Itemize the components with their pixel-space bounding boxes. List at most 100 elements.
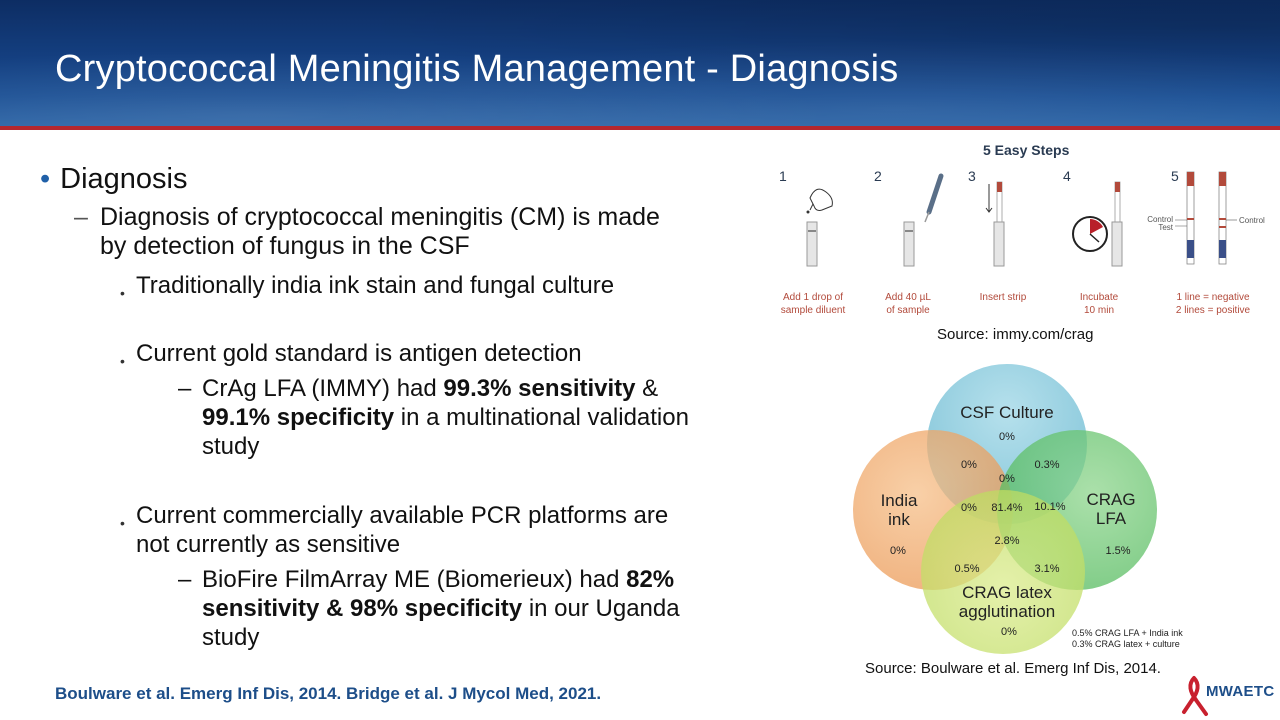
bullet-level3: • Current commercially available PCR pla… (120, 501, 760, 559)
step-number: 1 (779, 168, 787, 184)
bullet-level3: • Traditionally india ink stain and fung… (120, 271, 760, 301)
venn-source: Source: Boulware et al. Emerg Inf Dis, 2… (865, 660, 1161, 677)
step-number: 5 (1171, 168, 1179, 184)
caption-line: Insert strip (979, 292, 1027, 303)
step-caption: Incubate 10 min (1054, 291, 1144, 317)
small-bullet-icon: • (120, 515, 125, 531)
header-banner (0, 0, 1280, 128)
header-divider (0, 126, 1280, 130)
venn-label-india: ink (888, 510, 910, 529)
strip-label-control-left: Control (1147, 215, 1173, 224)
caption-line: Add 1 drop of (782, 292, 844, 303)
small-bullet-icon: • (120, 285, 125, 301)
bullet-text-continued: not currently as sensitive (136, 531, 401, 558)
bullet-text: Traditionally india ink stain and fungal… (136, 272, 615, 299)
caption-line: Add 40 µL (885, 292, 931, 303)
bold-run: 99.1% specificity (202, 404, 395, 431)
venn-value: 0% (890, 545, 906, 557)
caption-line: 1 line = negative (1176, 292, 1250, 303)
slide-title: Cryptococcal Meningitis Management - Dia… (55, 48, 899, 90)
steps-title: 5 Easy Steps (983, 142, 1070, 158)
bullet-text-continued: study (202, 624, 260, 651)
step-caption: Insert strip (958, 291, 1048, 304)
step-caption: Add 40 µL of sample (863, 291, 953, 317)
venn-label-india: India (881, 491, 918, 510)
step-number: 3 (968, 168, 976, 184)
dash-icon: – (74, 203, 88, 231)
caption-line: of sample (886, 305, 930, 316)
awareness-ribbon-icon (1182, 676, 1208, 716)
text-run: in a multinational validation (394, 404, 689, 431)
dash-icon: – (178, 375, 192, 402)
text-run: & (635, 375, 659, 402)
bold-run: 99.3% sensitivity (443, 375, 636, 402)
caption-line: 2 lines = positive (1175, 305, 1251, 316)
step-number: 4 (1063, 168, 1071, 184)
bullet-text: Diagnosis of cryptococcal meningitis (CM… (100, 203, 660, 231)
bullet-text-continued: sensitivity & 98% specificity in our Uga… (178, 594, 753, 623)
text-run: in our Uganda (522, 595, 680, 622)
pipette-icon (924, 173, 944, 223)
venn-label-lfa: LFA (1096, 509, 1127, 528)
venn-value: 3.1% (1034, 563, 1059, 575)
venn-value: 81.4% (991, 502, 1022, 514)
bullet-text: Current commercially available PCR platf… (136, 502, 669, 529)
venn-value: 0% (999, 473, 1015, 485)
step-number: 2 (874, 168, 882, 184)
caption-line: Incubate (1079, 292, 1119, 303)
test-strip-icon (985, 181, 1005, 267)
venn-value: 0% (1001, 626, 1017, 638)
result-strip-positive (1218, 171, 1237, 265)
venn-value: 1.5% (1105, 545, 1130, 557)
venn-value: 0% (961, 502, 977, 514)
bullet-level1: • Diagnosis (40, 163, 188, 196)
test-tube-icon (903, 221, 915, 267)
mwaetc-logo (1182, 676, 1208, 716)
caption-line: 10 min (1083, 305, 1114, 316)
bold-run: 82% (626, 566, 675, 593)
venn-note: 0.5% CRAG LFA + India ink (1072, 628, 1183, 638)
test-strip-icon (1111, 181, 1123, 267)
strip-label-test: Test (1158, 223, 1173, 232)
venn-value: 0.3% (1034, 459, 1059, 471)
steps-source: Source: immy.com/crag (937, 326, 1094, 343)
venn-label-lfa: CRAG (1086, 490, 1135, 509)
timer-icon (1072, 216, 1108, 252)
venn-label-latex: agglutination (959, 602, 1055, 621)
bullet-level4: – CrAg LFA (IMMY) had 99.3% sensitivity … (178, 374, 753, 461)
test-tube-icon (806, 221, 818, 267)
text-run: BioFire FilmArray ME (Biomerieux) had (202, 566, 627, 593)
bullet-text-continued: by detection of fungus in the CSF (100, 232, 470, 260)
citation: Boulware et al. Emerg Inf Dis, 2014. Bri… (55, 684, 602, 703)
venn-value: 0% (999, 431, 1015, 443)
bullet-dot-icon: • (40, 163, 51, 195)
venn-value: 0.5% (954, 563, 979, 575)
logo-text: MWAETC (1206, 683, 1275, 700)
bullet-text-continued: 99.1% specificity in a multinational val… (178, 403, 753, 432)
strip-label-control-right: Control (1239, 216, 1265, 225)
result-strip-negative (1175, 171, 1195, 265)
bold-run: sensitivity & 98% specificity (202, 595, 523, 622)
steps-illustration: Control Test Control (806, 171, 1265, 267)
bullet-text: BioFire FilmArray ME (Biomerieux) had 82… (178, 565, 753, 594)
venn-label-latex: CRAG latex (962, 583, 1052, 602)
bullet-text: Diagnosis (60, 163, 188, 195)
hand-dropper-icon (806, 188, 833, 214)
venn-note: 0.3% CRAG latex + culture (1072, 639, 1180, 649)
venn-diagram: CSF Culture India ink CRAG LFA CRAG late… (853, 364, 1183, 654)
bullet-text-continued: study (202, 433, 260, 460)
bullet-text: CrAg LFA (IMMY) had 99.3% sensitivity & (178, 374, 753, 403)
small-bullet-icon: • (120, 353, 125, 369)
bullet-level4: – BioFire FilmArray ME (Biomerieux) had … (178, 565, 753, 652)
dash-icon: – (178, 566, 192, 593)
bullet-text: Current gold standard is antigen detecti… (136, 340, 582, 367)
venn-value: 10.1% (1034, 501, 1065, 513)
step-caption: Add 1 drop of sample diluent (768, 291, 858, 317)
venn-label-csf: CSF Culture (960, 403, 1054, 422)
caption-line: sample diluent (780, 305, 846, 316)
text-run: CrAg LFA (IMMY) had (202, 375, 444, 402)
venn-circle-crag-latex (921, 490, 1085, 654)
steps-figure: 1 2 3 4 5 (775, 160, 1265, 320)
bullet-level2: – Diagnosis of cryptococcal meningitis (… (74, 203, 764, 261)
step-caption: 1 line = negative 2 lines = positive (1163, 291, 1263, 317)
